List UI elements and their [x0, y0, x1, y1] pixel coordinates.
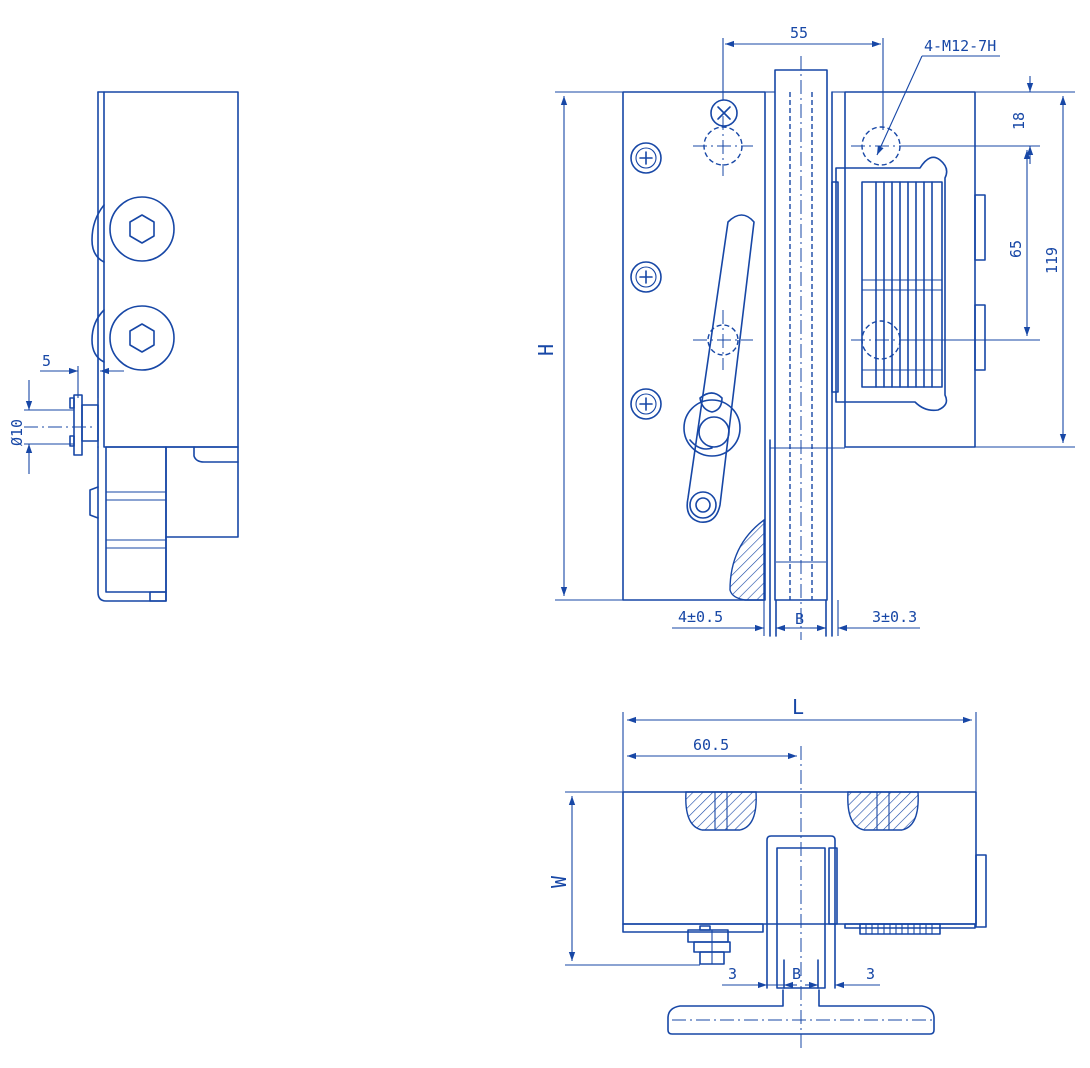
gear-teeth	[862, 182, 942, 387]
dim-B-side-label: B	[795, 610, 804, 628]
dim-W-label: W	[547, 875, 571, 888]
phillips-screw-1-icon	[631, 143, 661, 173]
hatched-section	[730, 520, 764, 600]
t-base	[668, 990, 934, 1034]
dim-B-top-label: B	[792, 965, 801, 983]
pin	[74, 395, 82, 455]
dim-3-left-label: 3	[728, 965, 737, 983]
top-screw-icon	[711, 100, 737, 126]
bolt-head-lower	[110, 306, 174, 370]
bolt-head-upper	[110, 197, 174, 261]
dim-H-label: H	[534, 344, 558, 356]
dim-tol-right-label: 3±0.3	[872, 608, 917, 626]
pocket-right	[848, 792, 918, 830]
cam-collar	[684, 400, 740, 456]
dim-18-label: 18	[1010, 112, 1028, 130]
dim-60-5-label: 60.5	[693, 736, 729, 754]
phillips-screw-3-icon	[631, 389, 661, 419]
front-view: 55 4-M12-7H 18 65 119 H 4±0.5 B 3±0.3	[534, 24, 1075, 640]
lever	[687, 215, 754, 522]
gear-pack	[836, 157, 947, 410]
top-body	[623, 792, 976, 924]
pocket-left	[686, 792, 756, 830]
phillips-screw-2-icon	[631, 262, 661, 292]
dim-L-label: L	[792, 695, 804, 719]
side-view-left: 5 Ø10	[8, 92, 238, 601]
dim-tol-left-label: 4±0.5	[678, 608, 723, 626]
top-view: L 60.5 W 3 B 3	[547, 695, 986, 1050]
left-plate	[623, 92, 765, 600]
dim-65-label: 65	[1007, 240, 1025, 258]
dim-phi10-label: Ø10	[8, 419, 26, 446]
hex-socket-lower-icon	[130, 324, 154, 352]
thread-callout-label: 4-M12-7H	[924, 37, 996, 55]
dim-3-right-label: 3	[866, 965, 875, 983]
dim-5-label: 5	[42, 352, 51, 370]
dim-55-label: 55	[790, 24, 808, 42]
dim-119-label: 119	[1043, 247, 1061, 274]
top-gear-underside	[860, 924, 940, 934]
right-block	[845, 92, 975, 447]
hex-socket-upper-icon	[130, 215, 154, 243]
